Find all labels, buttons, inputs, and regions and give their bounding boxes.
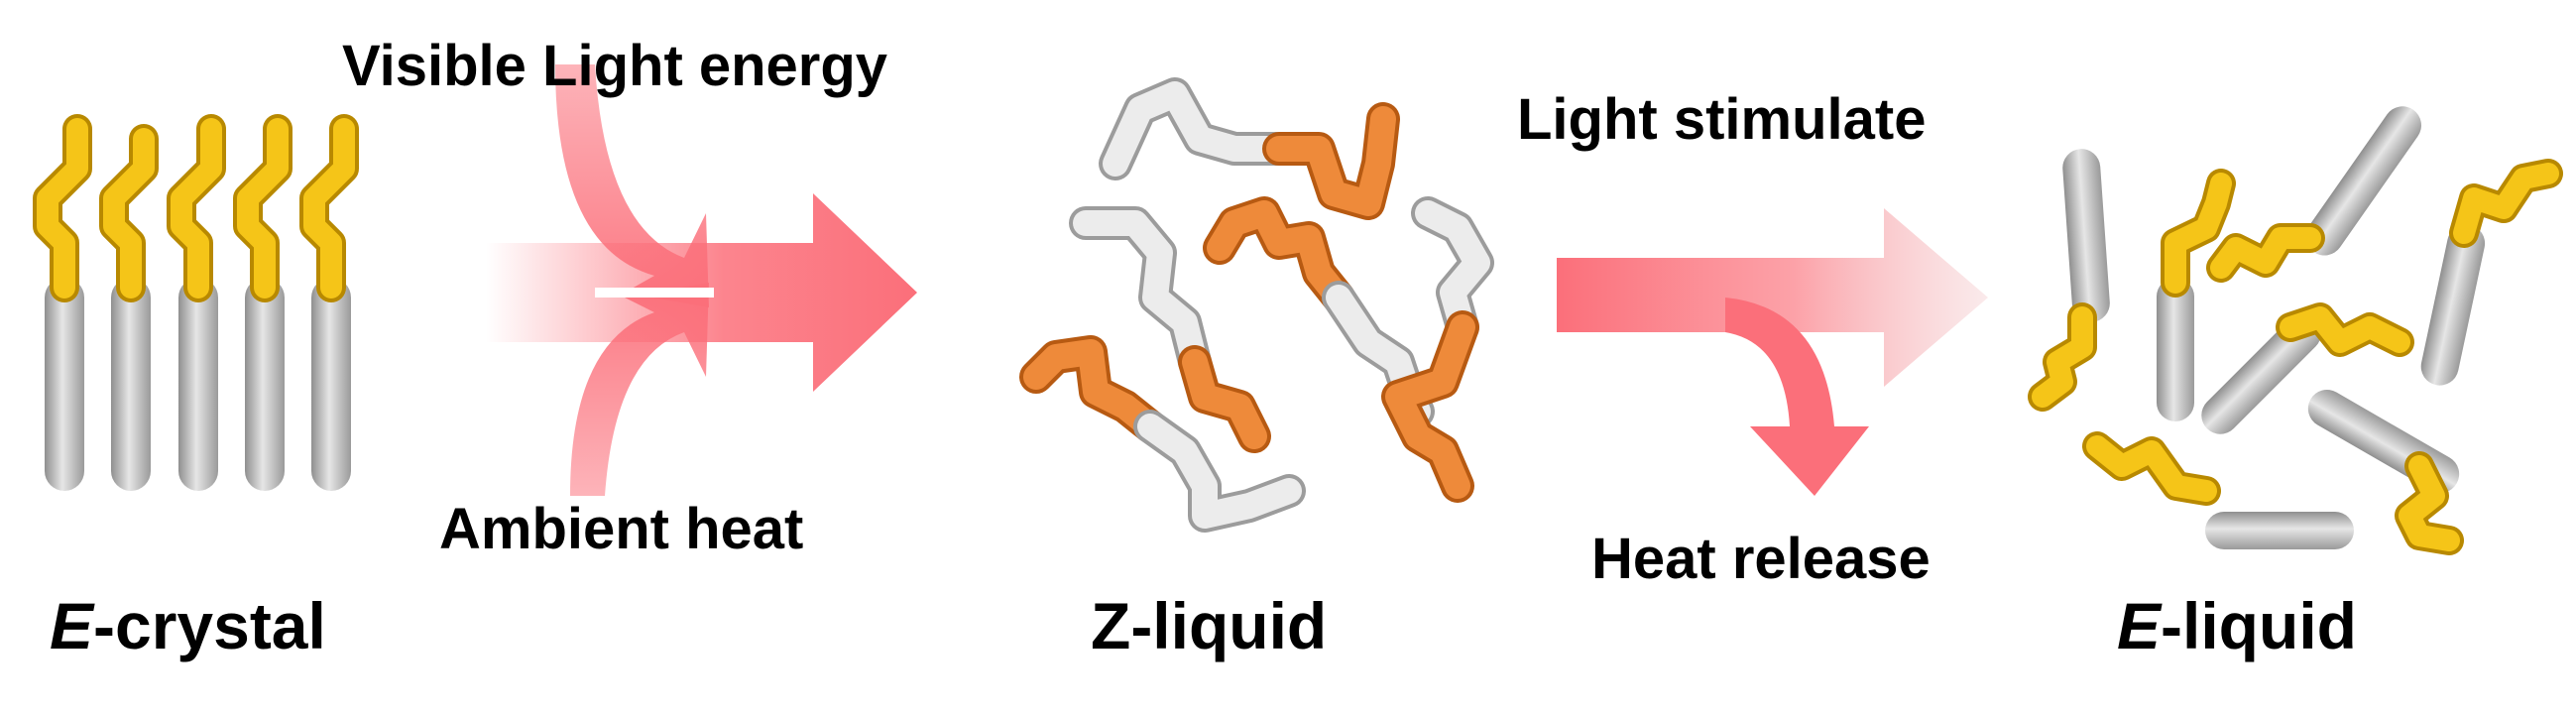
e-liquid-prefix: E — [2117, 589, 2162, 662]
e-liquid-molecules — [2028, 106, 2563, 555]
visible-light-input-arrow — [555, 64, 709, 307]
heat-release-output-arrow — [1725, 298, 1869, 496]
e-liquid-molecule — [2201, 302, 2414, 434]
e-liquid-molecule — [2082, 431, 2354, 549]
visible-light-energy-label: Visible Light energy — [342, 34, 888, 98]
z-liquid-label: Z-liquid — [1091, 589, 1328, 662]
e-liquid-molecule — [2206, 106, 2422, 283]
e-liquid-suffix: -liquid — [2161, 589, 2357, 662]
e-liquid-label: E-liquid — [2117, 593, 2357, 658]
e-crystal-molecule — [99, 124, 159, 491]
e-liquid-molecule — [2420, 159, 2563, 386]
e-liquid-molecule — [2028, 149, 2110, 412]
e-crystal-molecule — [299, 114, 359, 491]
ambient-heat-label: Ambient heat — [439, 497, 804, 561]
z-liquid-molecules — [1019, 77, 1494, 533]
e-crystal-label: E-crystal — [50, 593, 326, 658]
e-crystal-molecule — [167, 114, 226, 491]
heat-release-label: Heat release — [1591, 527, 1931, 591]
z-liquid-molecule — [1381, 196, 1494, 503]
e-crystal-molecule — [33, 114, 92, 491]
e-crystal-prefix: E — [50, 589, 94, 662]
z-liquid-molecule — [1099, 77, 1400, 220]
e-liquid-molecule — [2307, 390, 2464, 555]
e-crystal-suffix: -crystal — [93, 589, 326, 662]
light-stimulate-label: Light stimulate — [1517, 87, 1927, 152]
e-crystal-molecules — [33, 114, 359, 491]
e-liquid-molecule — [2157, 169, 2236, 421]
z-liquid-molecule — [1203, 196, 1435, 428]
z-liquid-molecule — [1019, 335, 1306, 533]
z-liquid-molecule — [1069, 206, 1271, 453]
discharging-arrow — [1557, 208, 1988, 496]
ambient-heat-input-arrow — [570, 283, 709, 496]
e-crystal-molecule — [233, 114, 293, 491]
charging-arrow — [486, 64, 917, 496]
